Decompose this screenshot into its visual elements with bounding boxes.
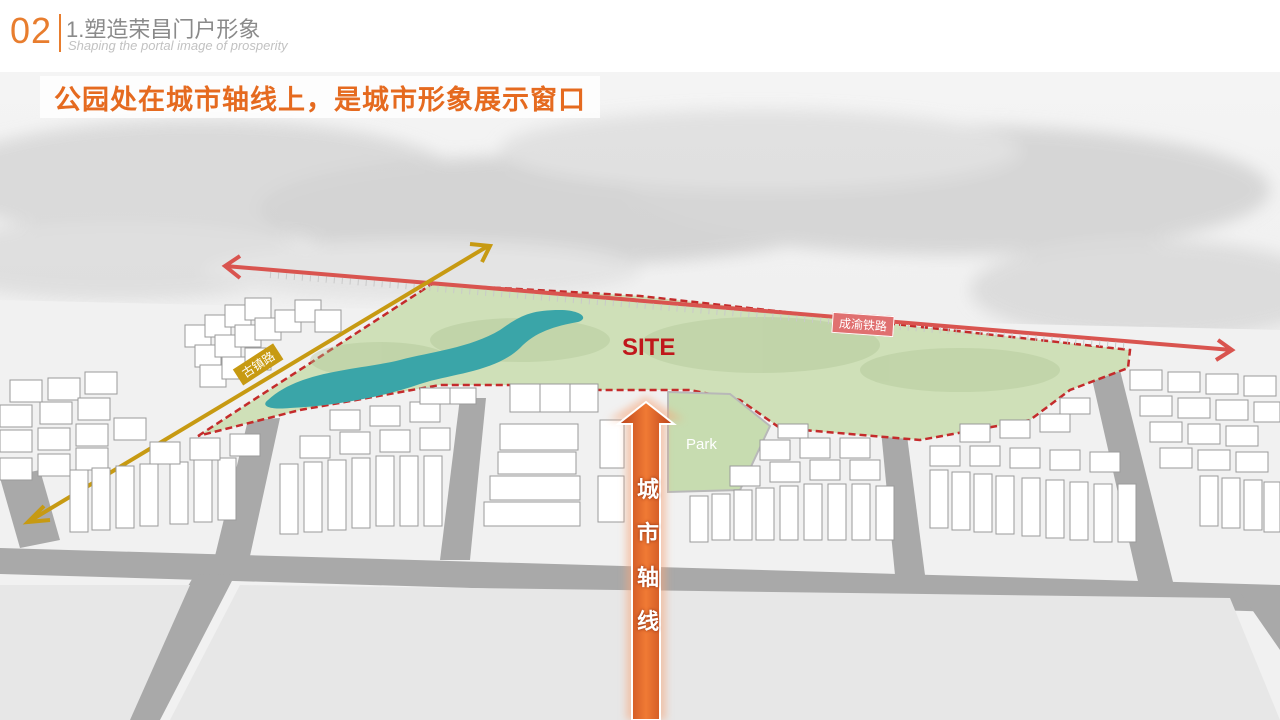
city-blocks: [0, 585, 1280, 720]
section-divider: [59, 14, 61, 52]
park-label: Park: [686, 436, 717, 453]
site-diagram: [0, 72, 1280, 720]
section-title: 1.塑造荣昌门户形象: [66, 17, 261, 42]
buildings: [0, 297, 1280, 543]
site-terrain-texture: [310, 317, 1060, 392]
mountain-terrain: [0, 110, 1280, 340]
lake: [265, 310, 584, 409]
city-axis-label: 城 市 轴 线: [624, 478, 672, 634]
city-axis-arrow: [608, 396, 684, 720]
axis-char: 城: [636, 477, 659, 502]
axis-char: 线: [636, 609, 659, 634]
headline: 公园处在城市轴线上，是城市形象展示窗口: [54, 84, 586, 116]
section-number: 02: [10, 10, 53, 51]
slide-header: 02 1.塑造荣昌门户形象 Shaping the portal image o…: [0, 0, 1280, 72]
headline-banner: 公园处在城市轴线上，是城市形象展示窗口: [40, 76, 600, 118]
railway-line: [221, 254, 1236, 362]
section-subtitle: Shaping the portal image of prosperity: [68, 38, 288, 53]
site-boundary: [197, 282, 1132, 442]
railway-label: 成渝铁路: [831, 311, 895, 338]
axis-char: 轴: [636, 565, 659, 590]
site-label: SITE: [622, 334, 676, 361]
axis-char: 市: [636, 521, 659, 546]
